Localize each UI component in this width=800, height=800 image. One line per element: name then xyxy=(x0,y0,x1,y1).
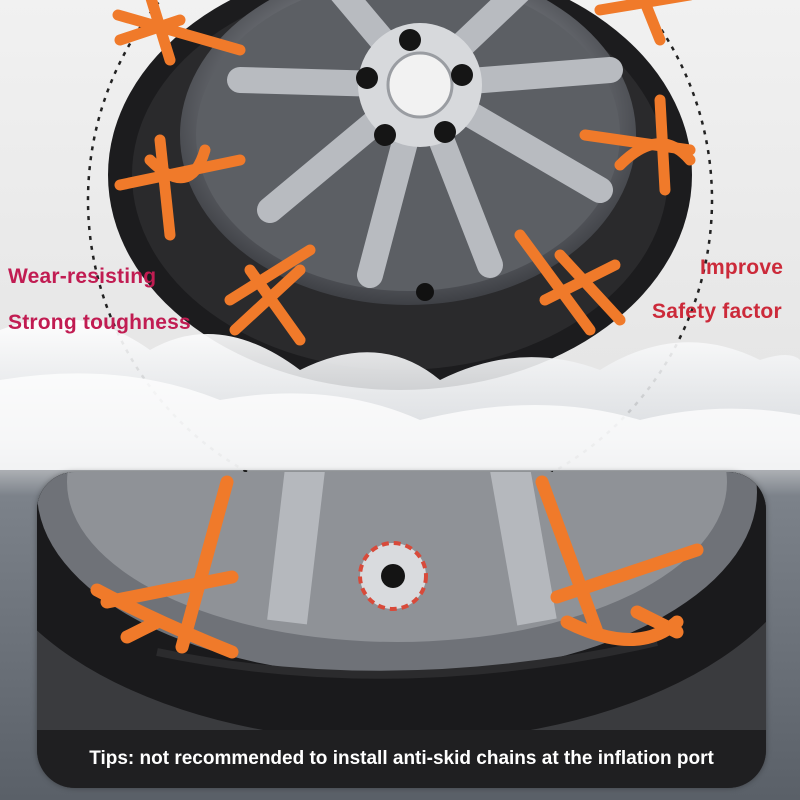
tips-text: Tips: not recommended to install anti-sk… xyxy=(89,748,714,769)
dashed-guide-circle xyxy=(86,0,714,514)
lug-nuts xyxy=(356,29,473,146)
tips-bar: Tips: not recommended to install anti-sk… xyxy=(37,730,766,788)
valve-stem xyxy=(416,283,434,301)
valve-stem-icon xyxy=(381,564,405,588)
label-strong-toughness: Strong toughness xyxy=(8,311,191,334)
detail-panel: Tips: not recommended to install anti-sk… xyxy=(37,472,766,788)
label-safety-factor: Safety factor xyxy=(652,300,782,323)
label-wear-resisting: Wear-resisting xyxy=(8,265,157,288)
label-improve: Improve xyxy=(700,256,784,279)
detail-chains xyxy=(90,475,704,659)
anti-skid-chains xyxy=(112,0,696,346)
detail-spokes xyxy=(267,472,557,626)
